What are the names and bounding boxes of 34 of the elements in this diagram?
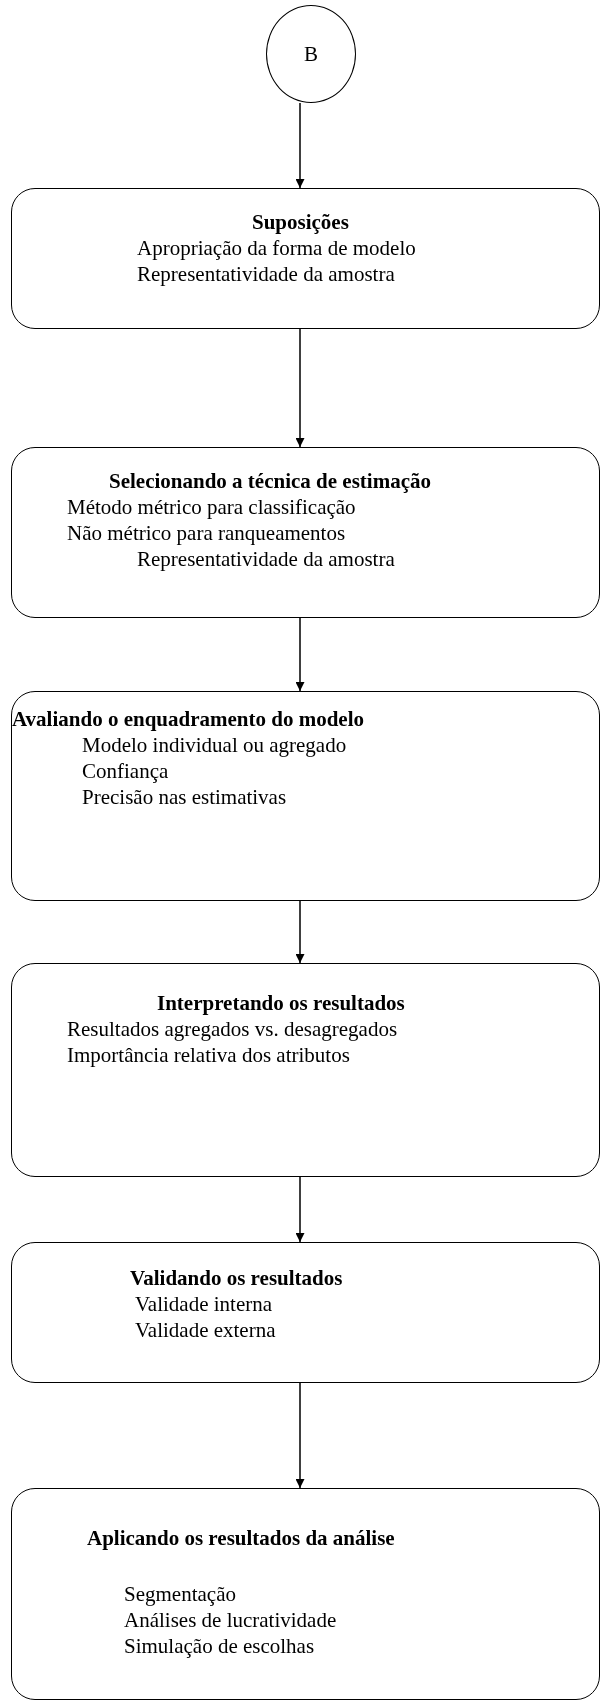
step-item: Simulação de escolhas [124,1633,315,1659]
step-item: Modelo individual ou agregado [82,732,347,758]
arrow [295,102,305,189]
process-box [11,1242,600,1383]
arrow [295,617,305,692]
step-heading: Validando os resultados [130,1265,343,1291]
step-item: Análises de lucratividade [124,1607,337,1633]
step-heading: Suposições [252,209,349,235]
arrow [295,1382,305,1489]
step-item: Validade externa [135,1317,276,1343]
step-item: Representatividade da amostra [137,546,395,572]
arrow [295,900,305,964]
process-box [11,963,600,1177]
step-item: Não métrico para ranqueamentos [67,520,346,546]
step-heading: Interpretando os resultados [157,990,405,1016]
step-item: Resultados agregados vs. desagregados [67,1016,398,1042]
step-heading: Selecionando a técnica de estimação [109,468,431,494]
step-item: Segmentação [124,1581,236,1607]
step-heading: Avaliando o enquadramento do modelo [12,706,364,732]
connector-label: B [304,41,318,67]
step-item: Importância relativa dos atributos [67,1042,350,1068]
step-item: Método métrico para classificação [67,494,356,520]
step-heading: Aplicando os resultados da análise [87,1525,395,1551]
step-item: Representatividade da amostra [137,261,395,287]
process-box [11,691,600,901]
step-item: Validade interna [135,1291,273,1317]
step-item: Precisão nas estimativas [82,784,287,810]
arrow [295,1176,305,1243]
process-box [11,188,600,329]
step-item: Confiança [82,758,169,784]
step-item: Apropriação da forma de modelo [137,235,416,261]
arrow [295,328,305,448]
process-box [11,1488,600,1700]
process-box [11,447,600,618]
